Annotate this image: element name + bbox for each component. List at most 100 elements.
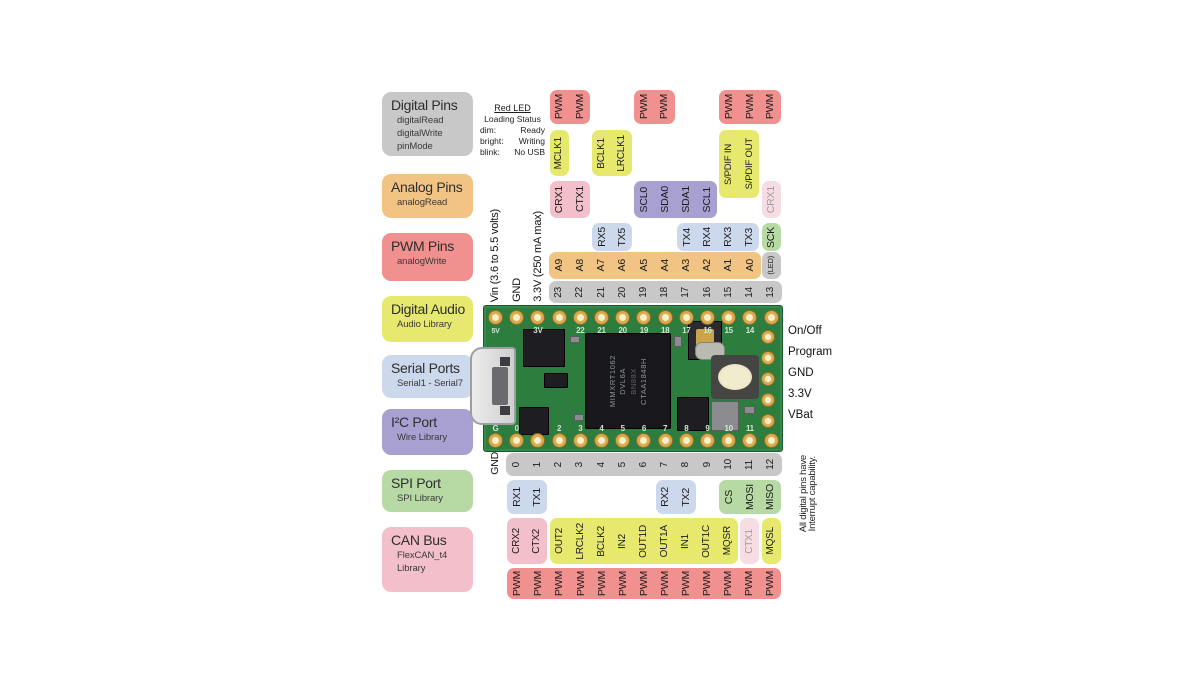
silkscreen-label: 2 [557, 424, 562, 433]
legend-subline: Audio Library [397, 319, 452, 330]
silkscreen-label: 8 [684, 424, 689, 433]
legend-subline: FlexCAN_t4 [397, 550, 448, 561]
right-edge-pin [761, 372, 775, 386]
silkscreen-label: 6 [641, 424, 646, 433]
red-led-title: Red LED [494, 103, 531, 113]
through-hole-pin [530, 309, 546, 325]
right-pin-label: On/Off [788, 325, 822, 337]
pin-group-mclk1: MCLK1 [549, 130, 569, 176]
legend-title: I²C Port [391, 414, 437, 430]
legend-title: Digital Audio [391, 301, 465, 317]
interrupt-note: All digital pins have Interrupt capabili… [797, 455, 819, 533]
micro-usb-connector [470, 347, 516, 425]
legend-title: SPI Port [391, 475, 441, 491]
through-hole-pin [763, 309, 779, 325]
silkscreen-label: 0 [514, 424, 519, 433]
vin-label: Vin (3.6 to 5.5 volts) [488, 208, 501, 302]
through-hole-pin [700, 309, 715, 325]
pin-group-crx1: CRX1 [761, 181, 781, 218]
teensy-board: MIMXRT1062 DVL6A BN88X CTAA1848H [470, 305, 783, 452]
legend-title: PWM Pins [391, 238, 454, 254]
right-edge-pin [761, 351, 775, 365]
silkscreen-label: 14 [745, 326, 755, 335]
legend-subline: digitalRead [397, 115, 444, 126]
red-led-row: dim: Ready [480, 125, 545, 135]
red-led-note: Red LED Loading Status dim: Ready bright… [479, 103, 546, 158]
silkscreen-label: 17 [682, 326, 691, 335]
legend-subline: pinMode [397, 141, 433, 152]
through-hole-pin [551, 309, 567, 325]
bottom-ic [677, 397, 709, 431]
mcu-chip: MIMXRT1062 DVL6A BN88X CTAA1848H [585, 333, 671, 429]
legend-title: Digital Pins [391, 97, 458, 113]
right-edge-pin [761, 393, 775, 407]
right-edge-pin [761, 414, 775, 428]
red-led-row: bright: Writing [480, 136, 545, 146]
through-hole-pin [678, 309, 694, 325]
silkscreen-label: 10 [724, 424, 734, 433]
legend-digital-pins: Digital Pins digitalRead digitalWrite pinMo… [382, 92, 473, 156]
right-pin-label: 3.3V [788, 388, 812, 400]
through-hole-pin [551, 432, 567, 448]
silkscreen-label: 21 [597, 326, 606, 335]
right-pin-label: VBat [788, 409, 813, 421]
legend-subline: analogRead [397, 197, 448, 208]
silkscreen-label: 9 [705, 424, 710, 433]
through-hole-pin [594, 309, 609, 325]
legend-subline: Serial1 - Serial7 [397, 378, 463, 389]
through-hole-pin [636, 309, 652, 325]
regulator-chip [544, 373, 568, 388]
program-button [711, 355, 759, 399]
gnd-top-label: GND [510, 278, 523, 302]
pin-group-sck: SCK [761, 223, 781, 251]
silkscreen-label: 7 [663, 424, 668, 433]
through-hole-pin [721, 309, 737, 325]
legend-subline: digitalWrite [397, 128, 443, 139]
legend-subline: Wire Library [397, 432, 448, 443]
through-hole-pin [572, 309, 588, 325]
small-ic [519, 407, 549, 435]
through-hole-pin [615, 432, 631, 448]
pin-group-mqsl: MQSL [761, 518, 781, 564]
silkscreen-label: 11 [745, 424, 754, 433]
through-hole-pin [763, 432, 779, 448]
through-hole-pin [509, 309, 525, 325]
flash-chip [523, 329, 565, 367]
through-hole-pin [488, 309, 503, 325]
red-led-row: blink: No USB [480, 147, 545, 157]
through-hole-pin [678, 432, 694, 448]
silkscreen-label: 19 [639, 326, 649, 335]
through-hole-pin [700, 432, 715, 448]
red-led-subtitle: Loading Status [484, 114, 541, 124]
through-hole-pin [572, 432, 588, 448]
through-hole-pin [657, 432, 673, 448]
silkscreen-label: 5 [620, 424, 625, 433]
through-hole-pin [721, 432, 737, 448]
legend-subline: Library [397, 563, 426, 574]
silkscreen-label: 4 [599, 424, 604, 433]
silkscreen-label: 16 [703, 326, 712, 335]
through-hole-pin [530, 432, 546, 448]
